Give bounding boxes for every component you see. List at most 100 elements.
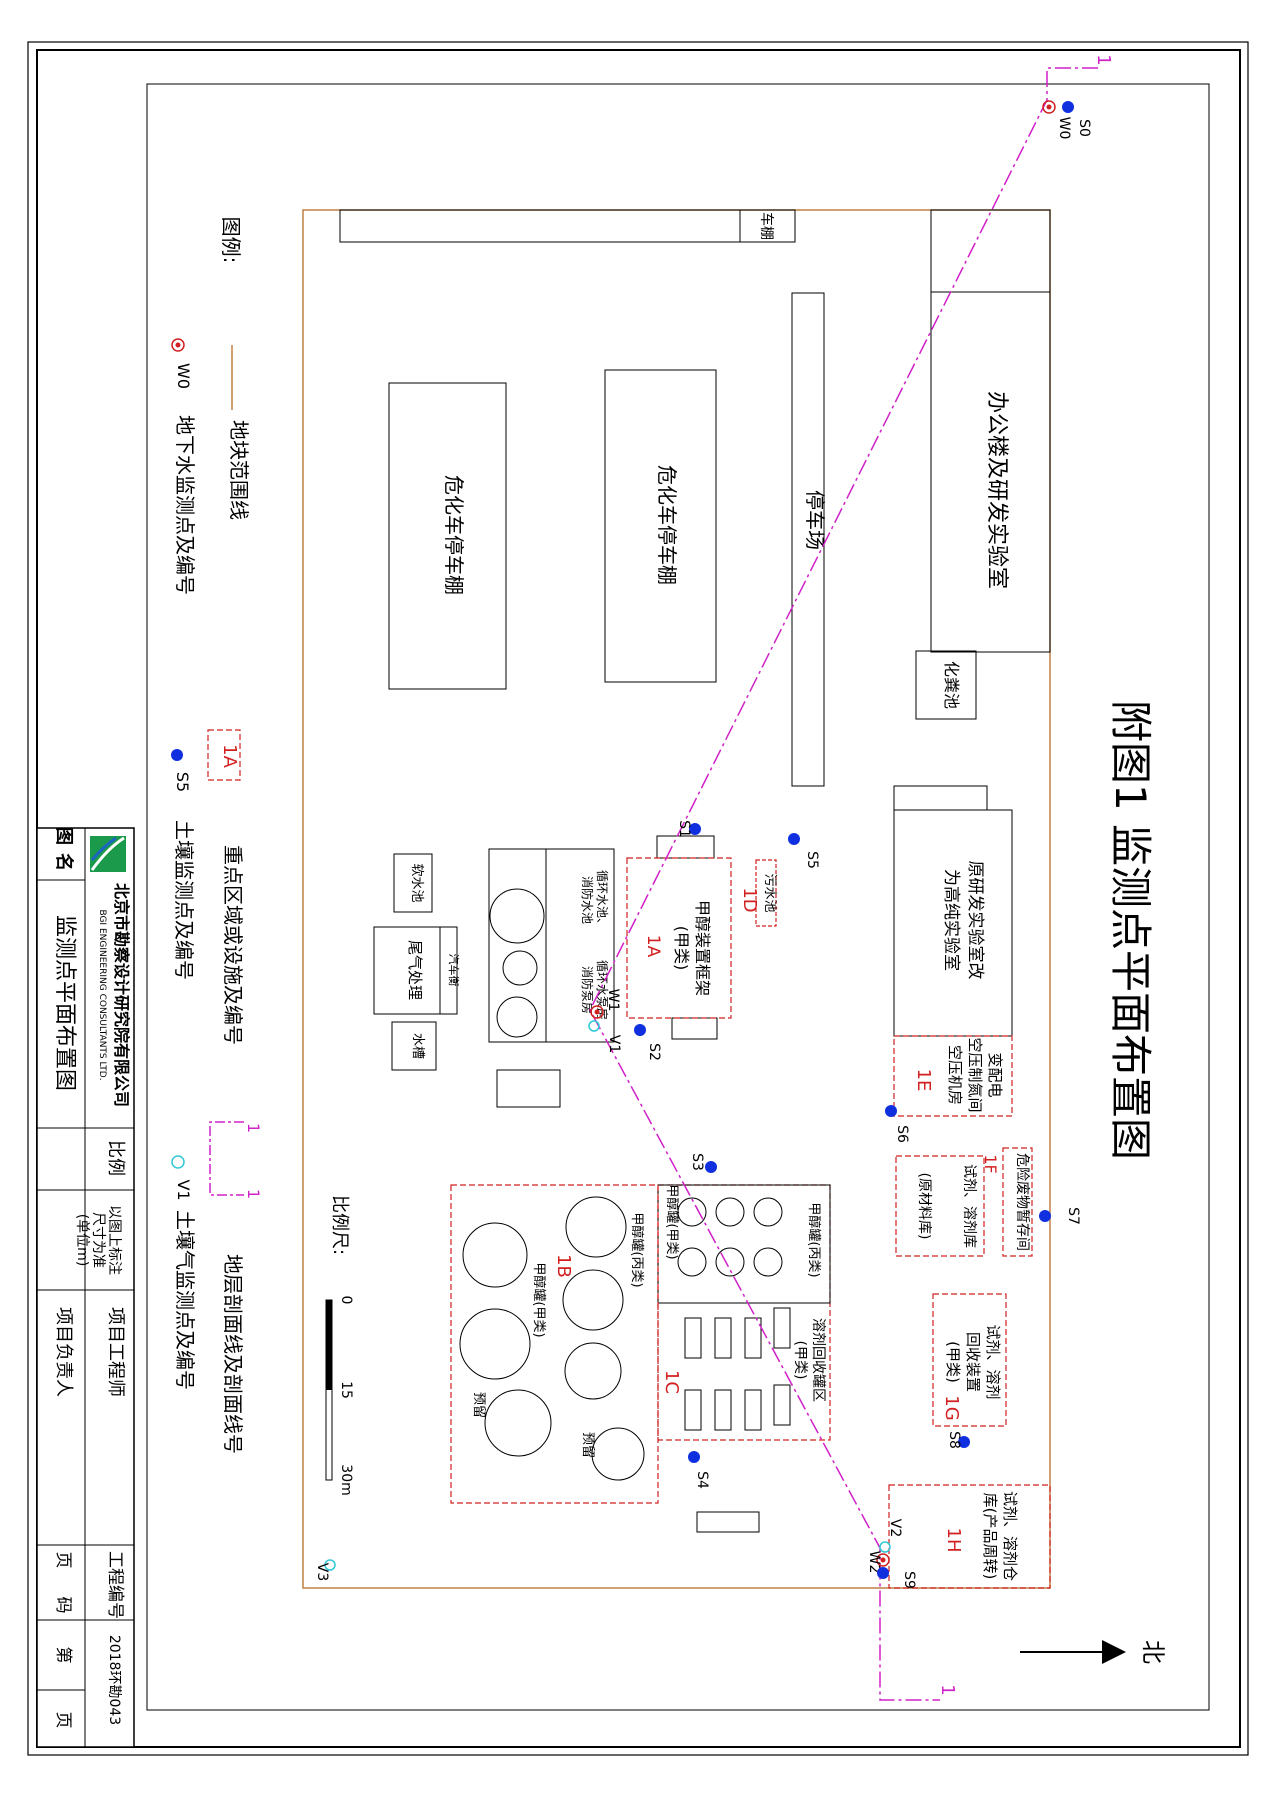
substation-label-2: 空压制氮间 — [966, 1037, 984, 1112]
north-arrow-icon — [1102, 1640, 1126, 1664]
soil-point-s1: S1 — [676, 820, 701, 838]
pool-circle-1 — [489, 888, 545, 944]
exhaust-label-1: 尾气处理 — [406, 940, 424, 1000]
reserve-label-2: 预留 — [471, 1392, 486, 1418]
circ-label-2: 消防水池 — [580, 876, 595, 924]
outer-frame — [27, 41, 1249, 1756]
pump-label-1: 循环水泵房 — [595, 960, 610, 1020]
carport-label: 车棚 — [758, 212, 775, 240]
zone-1d-label: 1D — [739, 887, 760, 912]
storage-1h-label-1: 试剂、溶剂仓 — [1001, 1491, 1019, 1581]
hazwaste-label: 危险废物暂存间 — [1014, 1153, 1030, 1251]
frame-label-2: (甲类) — [672, 926, 691, 971]
svg-text:S6: S6 — [894, 1125, 910, 1143]
zone-1h-label: 1H — [943, 1528, 964, 1553]
sewage-pool — [755, 859, 777, 927]
circulation-pool — [488, 848, 615, 1043]
soil-point-s6: S6 — [885, 1105, 910, 1143]
recovery-1g-label-3: (甲类) — [944, 1341, 962, 1383]
substation-label-1: 变配电 — [986, 1052, 1004, 1097]
zone-1b — [450, 1184, 659, 1504]
section-line: 1 1 — [589, 54, 1114, 1701]
parking-lot — [791, 292, 825, 787]
soil-point-s0: S0 — [1062, 101, 1092, 137]
engineer-label: 项目工程师 — [105, 1307, 126, 1397]
legend-gas-icon — [171, 1155, 185, 1169]
legend-gas-label: 土壤气监测点及编号 — [173, 1210, 197, 1390]
haz-parking-2 — [388, 382, 507, 690]
zone-1g-label: 1G — [941, 1395, 962, 1420]
frame-label-1: 甲醇装置框架 — [693, 900, 712, 996]
drawing-title: 附图1 监测点平面布置图 — [1106, 700, 1155, 1160]
svg-text:S7: S7 — [1065, 1207, 1081, 1225]
inner-frame — [36, 49, 1241, 1748]
groundwater-point-w0: W0 — [1042, 100, 1072, 140]
storage-1h-label-2: 库(产品周转) — [981, 1493, 999, 1580]
tank-d-label: 甲醇罐(甲类) — [531, 1262, 547, 1337]
carport — [339, 209, 796, 243]
zone-1g — [932, 1293, 1007, 1427]
haz-parking-1-label: 危化车停车棚 — [655, 465, 679, 585]
zone-1f-label: 1F — [981, 1154, 1000, 1173]
legend-gas-sym: V1 — [174, 1179, 193, 1200]
soil-point-s9: S9 — [877, 1567, 917, 1589]
recovery-1g-label-2: 回收装置 — [964, 1332, 982, 1392]
company-name-en: BGI ENGINEERING CONSULTANTS LTD. — [97, 909, 107, 1080]
page-label-3: 第 — [53, 1647, 73, 1664]
svg-text:W0: W0 — [1056, 117, 1072, 140]
zone-1a — [626, 857, 732, 1019]
sewage-label: 污水池 — [762, 873, 777, 912]
zone-1b-label: 1B — [553, 1254, 574, 1278]
project-no: 2018环勘043 — [106, 1635, 122, 1725]
reagent-1f-label-1: 试剂、溶剂库 — [961, 1164, 977, 1248]
svg-text:S8: S8 — [946, 1431, 962, 1449]
tank-b-label: 甲醇罐(甲类) — [664, 1184, 680, 1259]
scale-bar: 比例尺: 0 15 30m — [325, 1195, 354, 1496]
page-label-2: 码 — [53, 1597, 73, 1614]
methanol-small-tanks — [677, 1197, 783, 1277]
methanol-large-tanks — [459, 1196, 645, 1481]
svg-text:V2: V2 — [887, 1519, 903, 1537]
manager-label: 项目负责人 — [53, 1307, 74, 1397]
legend-section-swatch — [209, 1121, 244, 1196]
legend-groundwater-sym: W0 — [174, 363, 193, 389]
legend-section-label: 地层剖面线及剖面线号 — [221, 1254, 245, 1454]
scale-tick-0: 0 — [338, 1296, 354, 1305]
svg-text:S9: S9 — [901, 1571, 917, 1589]
hazwaste-store — [1002, 1147, 1033, 1257]
recovery-1g-label-1: 试剂、溶剂 — [984, 1324, 1002, 1399]
company-logo — [90, 836, 126, 872]
soil-point-s5: S5 — [788, 833, 820, 869]
zone-1a-label: 1A — [643, 935, 663, 958]
lab-building — [893, 785, 988, 811]
scale-bar-label: 比例尺: — [329, 1195, 350, 1255]
frame-stub-bottom — [671, 1017, 718, 1040]
legend-soil-label: 土壤监测点及编号 — [172, 820, 196, 980]
drawing-name-label: 图名 — [53, 827, 75, 879]
zone-1e-label: 1E — [913, 1069, 934, 1092]
exhaust-label-2: 汽车衡 — [447, 954, 461, 987]
gas-point-v3: V3 — [314, 1559, 336, 1581]
section-mark-top: 1 — [1093, 54, 1114, 65]
legend: 图例: 地块范围线 W0 地下水监测点及编号 1A 重点区域或设施及编号 S5 … — [171, 217, 263, 1454]
page-label-4: 页 — [53, 1712, 73, 1729]
site-map: 附图1 监测点平面布置图 北 车棚 办公楼及研发实验室 停车场 危化车停车棚 危… — [171, 54, 1167, 1701]
scale-value-1: 以图上标注 — [106, 1205, 122, 1275]
tank-a-label: 甲醇罐(丙类) — [806, 1202, 822, 1277]
gas-point-v2: V2 — [879, 1519, 903, 1553]
zone-1f — [895, 1155, 985, 1257]
svg-text:W1: W1 — [605, 989, 621, 1012]
pump-label-2: 消防泵房 — [580, 966, 595, 1014]
lab-label-1: 原研发实验室改 — [965, 861, 985, 980]
svg-text:S0: S0 — [1076, 119, 1092, 137]
project-no-label: 工程编号 — [105, 1551, 125, 1619]
soil-point-s8: S8 — [946, 1431, 970, 1449]
haz-parking-1 — [604, 369, 717, 683]
parking-label: 停车场 — [803, 490, 827, 550]
tank-area-upper — [657, 1184, 831, 1304]
tank-1c-label-2: (甲类) — [792, 1341, 808, 1380]
section-mark-bottom: 1 — [937, 1684, 958, 1695]
zone-1c-label: 1C — [661, 1370, 682, 1394]
company-name: 北京市勘察设计研究院有限公司 — [112, 883, 131, 1107]
